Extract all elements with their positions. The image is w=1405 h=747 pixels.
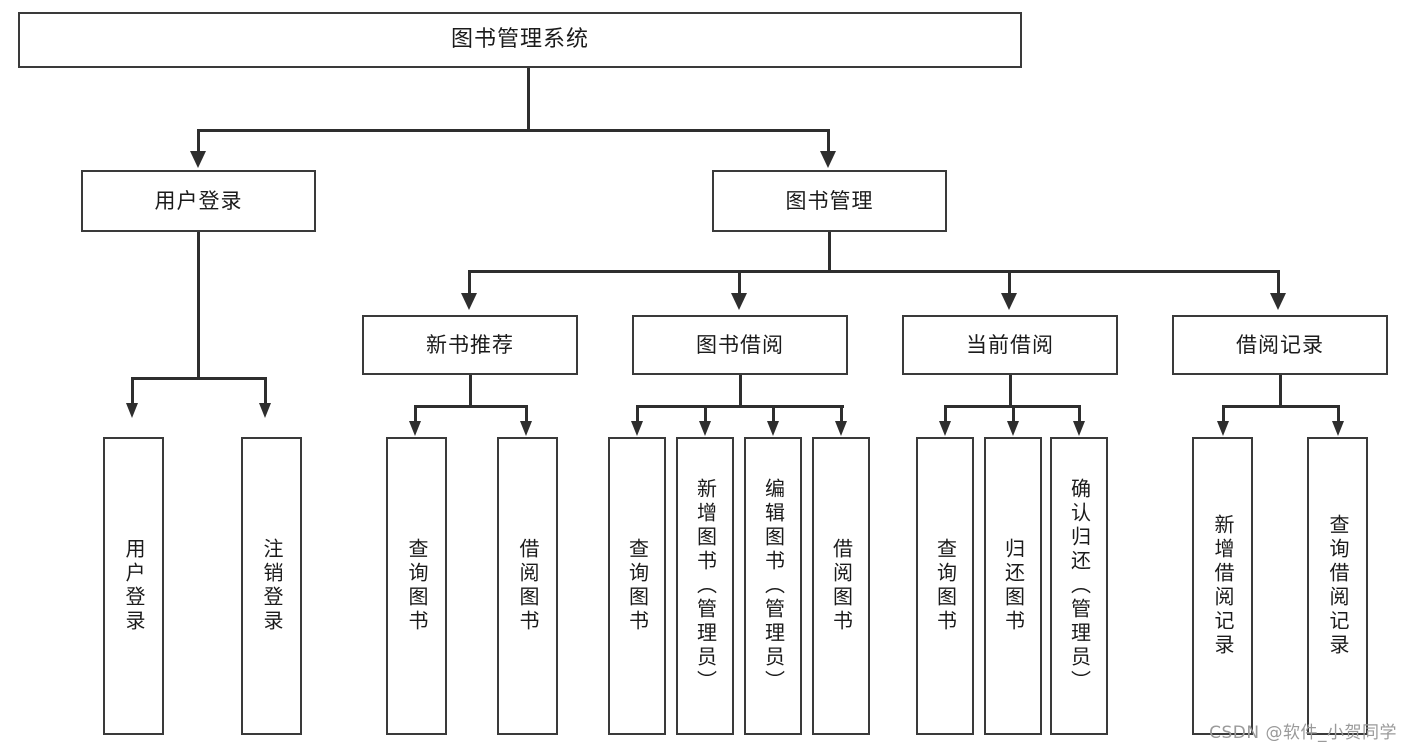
- arrowhead-user-login: [190, 151, 206, 168]
- leaf-book-borrow-borrow-book[interactable]: 借阅图书: [812, 437, 870, 735]
- node-borrow-record[interactable]: 借阅记录: [1172, 315, 1388, 375]
- arrowhead-leaf-user-login-2: [259, 403, 271, 418]
- edge-new-book-stem: [469, 375, 472, 407]
- arrowhead-leaf-current-borrow-3: [1073, 421, 1085, 436]
- leaf-book-borrow-edit-book[interactable]: 编辑图书（管理员）: [744, 437, 802, 735]
- edge-current-borrow-drop-1: [944, 405, 947, 423]
- leaf-label: 借阅图书: [829, 538, 854, 634]
- leaf-label: 查询图书: [933, 538, 958, 634]
- edge-book-borrow-drop-3: [772, 405, 775, 423]
- edge-user-login-drop-2: [264, 377, 267, 405]
- edge-root-bus: [197, 129, 830, 132]
- edge-new-book-drop-2: [525, 405, 528, 423]
- leaf-book-borrow-query-book[interactable]: 查询图书: [608, 437, 666, 735]
- edge-book-borrow-drop-1: [636, 405, 639, 423]
- arrowhead-leaf-user-login-1: [126, 403, 138, 418]
- leaf-borrow-record-add-record[interactable]: 新增借阅记录: [1192, 437, 1253, 735]
- leaf-current-borrow-confirm-return[interactable]: 确认归还（管理员）: [1050, 437, 1108, 735]
- arrowhead-leaf-current-borrow-2: [1007, 421, 1019, 436]
- leaf-user-login-login[interactable]: 用户登录: [103, 437, 164, 735]
- edge-borrow-record-drop-1: [1222, 405, 1225, 423]
- leaf-current-borrow-query-book[interactable]: 查询图书: [916, 437, 974, 735]
- leaf-label: 用户登录: [122, 538, 146, 634]
- edge-current-borrow-stem: [1009, 375, 1012, 407]
- edge-new-book-bus: [414, 405, 528, 408]
- edge-bm-drop-book-borrow: [738, 270, 741, 295]
- arrowhead-leaf-new-book-2: [520, 421, 532, 436]
- edge-new-book-drop-1: [414, 405, 417, 423]
- edge-book-borrow-stem: [739, 375, 742, 407]
- arrowhead-current-borrow: [1001, 293, 1017, 310]
- edge-book-borrow-drop-4: [840, 405, 843, 423]
- leaf-book-borrow-add-book[interactable]: 新增图书（管理员）: [676, 437, 734, 735]
- leaf-label: 新增借阅记录: [1211, 514, 1235, 658]
- node-book-borrow[interactable]: 图书借阅: [632, 315, 848, 375]
- edge-book-borrow-bus: [636, 405, 844, 408]
- arrowhead-leaf-new-book-1: [409, 421, 421, 436]
- leaf-new-book-borrow-book[interactable]: 借阅图书: [497, 437, 558, 735]
- edge-book-manage-bus: [468, 270, 1280, 273]
- edge-borrow-record-drop-2: [1337, 405, 1340, 423]
- arrowhead-leaf-current-borrow-1: [939, 421, 951, 436]
- arrowhead-borrow-record: [1270, 293, 1286, 310]
- csdn-watermark: CSDN @软件_小贺同学: [1209, 723, 1397, 743]
- leaf-borrow-record-query-record[interactable]: 查询借阅记录: [1307, 437, 1368, 735]
- leaf-label: 新增图书（管理员）: [693, 478, 718, 694]
- node-user-login[interactable]: 用户登录: [81, 170, 316, 232]
- edge-bm-drop-borrow-record: [1277, 270, 1280, 295]
- leaf-label: 查询借阅记录: [1326, 514, 1350, 658]
- edge-book-borrow-drop-2: [704, 405, 707, 423]
- edge-borrow-record-bus: [1222, 405, 1340, 408]
- edge-root-stem: [527, 68, 530, 131]
- leaf-label: 查询图书: [405, 538, 429, 634]
- arrowhead-leaf-book-borrow-1: [631, 421, 643, 436]
- leaf-new-book-query-book[interactable]: 查询图书: [386, 437, 447, 735]
- node-current-borrow[interactable]: 当前借阅: [902, 315, 1118, 375]
- leaf-label: 借阅图书: [516, 538, 540, 634]
- edge-bm-drop-current-borrow: [1008, 270, 1011, 295]
- leaf-label: 注销登录: [260, 538, 284, 634]
- leaf-label: 归还图书: [1001, 538, 1026, 634]
- leaf-current-borrow-return-book[interactable]: 归还图书: [984, 437, 1042, 735]
- edge-current-borrow-drop-3: [1078, 405, 1081, 423]
- edge-root-to-user-login: [197, 129, 200, 153]
- edge-bm-drop-new-book: [468, 270, 471, 295]
- edge-user-login-drop-1: [131, 377, 134, 405]
- node-book-manage[interactable]: 图书管理: [712, 170, 947, 232]
- arrowhead-new-book-recommend: [461, 293, 477, 310]
- leaf-label: 编辑图书（管理员）: [761, 478, 786, 694]
- leaf-label: 确认归还（管理员）: [1067, 478, 1092, 694]
- edge-book-manage-stem: [828, 232, 831, 272]
- leaf-label: 查询图书: [625, 538, 650, 634]
- arrowhead-leaf-borrow-record-1: [1217, 421, 1229, 436]
- arrowhead-book-manage: [820, 151, 836, 168]
- node-new-book-recommend[interactable]: 新书推荐: [362, 315, 578, 375]
- leaf-user-login-logout[interactable]: 注销登录: [241, 437, 302, 735]
- edge-borrow-record-stem: [1279, 375, 1282, 407]
- arrowhead-leaf-book-borrow-4: [835, 421, 847, 436]
- arrowhead-leaf-borrow-record-2: [1332, 421, 1344, 436]
- edge-root-to-book-manage: [827, 129, 830, 153]
- arrowhead-leaf-book-borrow-2: [699, 421, 711, 436]
- edge-current-borrow-drop-2: [1012, 405, 1015, 423]
- node-root-system[interactable]: 图书管理系统: [18, 12, 1022, 68]
- arrowhead-leaf-book-borrow-3: [767, 421, 779, 436]
- arrowhead-book-borrow: [731, 293, 747, 310]
- edge-user-login-bus: [131, 377, 267, 380]
- edge-user-login-stem: [197, 232, 200, 380]
